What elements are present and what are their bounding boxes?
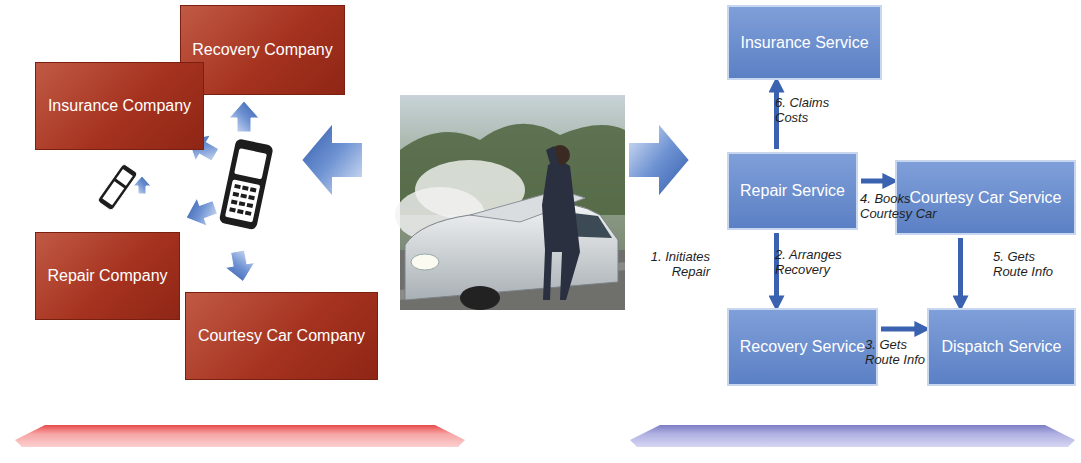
node-text: Recovery Service xyxy=(734,333,871,361)
step-label: 1. Initiates Repair xyxy=(630,250,710,280)
company-box: Courtesy Car Company xyxy=(185,292,378,380)
node-text: Repair Company xyxy=(41,262,173,290)
service-box: Courtesy Car Service xyxy=(895,160,1076,235)
phone-key xyxy=(237,209,244,214)
service-box: Repair Service xyxy=(727,152,858,230)
text-holder: Repair Company xyxy=(41,262,173,290)
flow-arrow xyxy=(881,327,924,332)
flow-arrow xyxy=(861,179,892,184)
phone-key xyxy=(231,200,238,205)
phone-key xyxy=(234,184,241,189)
small-phone-icon xyxy=(97,163,138,211)
service-box: Insurance Service xyxy=(727,5,882,80)
phone-key xyxy=(240,193,247,198)
node-text: Repair Service xyxy=(734,177,851,205)
node-text: Insurance Service xyxy=(734,29,874,57)
big-arrow xyxy=(628,122,690,198)
text-holder: Repair Service xyxy=(734,177,851,205)
call-arrow xyxy=(223,249,258,285)
phone-key xyxy=(245,211,252,216)
text-holder: Insurance Service xyxy=(734,29,874,57)
car-wheel xyxy=(460,286,500,310)
company-box: Recovery Company xyxy=(180,5,345,95)
phone-key xyxy=(242,186,249,191)
node-text: Recovery Company xyxy=(186,36,339,64)
text-holder: Recovery Service xyxy=(734,333,871,361)
step-label: 3. Gets Route Info xyxy=(865,338,945,368)
woman-figure xyxy=(542,162,580,300)
text-holder: Insurance Company xyxy=(42,92,197,120)
car-headlight xyxy=(411,254,439,270)
node-text: Dispatch Service xyxy=(935,333,1067,361)
service-box: Recovery Service xyxy=(727,308,878,386)
flow-arrow xyxy=(958,238,963,305)
phone-key xyxy=(239,201,246,206)
phone-key xyxy=(229,207,236,212)
text-holder: Courtesy Car Company xyxy=(192,322,371,350)
service-box: Dispatch Service xyxy=(927,308,1076,386)
call-arrow xyxy=(133,176,151,194)
step-label: 6. Claims Costs xyxy=(775,96,847,126)
text-holder: Dispatch Service xyxy=(935,333,1067,361)
phone-keypad xyxy=(102,181,124,205)
phone-body xyxy=(217,137,274,231)
phone-keypad xyxy=(225,179,260,222)
phone-key xyxy=(233,192,240,197)
mobile-phone-icon xyxy=(217,137,274,231)
step-label: 4. Books Courtesy Car xyxy=(860,192,945,222)
step-label: 2. Arranges Recovery xyxy=(775,248,860,278)
phone-screen xyxy=(234,148,267,179)
company-box: Insurance Company xyxy=(35,62,204,150)
phone-key xyxy=(247,203,254,208)
woman-arm xyxy=(546,146,560,170)
call-arrow xyxy=(181,193,220,232)
node-text: Insurance Company xyxy=(42,92,197,120)
phone-key xyxy=(248,195,255,200)
company-box: Repair Company xyxy=(35,232,180,320)
call-arrow xyxy=(229,101,259,132)
node-text: Courtesy Car Company xyxy=(192,322,371,350)
step-label: 5. Gets Route Info xyxy=(993,250,1065,280)
phone-body xyxy=(97,163,138,211)
phone-key xyxy=(250,187,257,192)
phone-screen xyxy=(116,169,133,186)
text-holder: Recovery Company xyxy=(186,36,339,64)
blue-base-bar xyxy=(630,425,1075,447)
red-base-bar xyxy=(15,425,465,447)
breakdown-photo xyxy=(395,95,625,310)
big-arrow xyxy=(301,122,363,198)
